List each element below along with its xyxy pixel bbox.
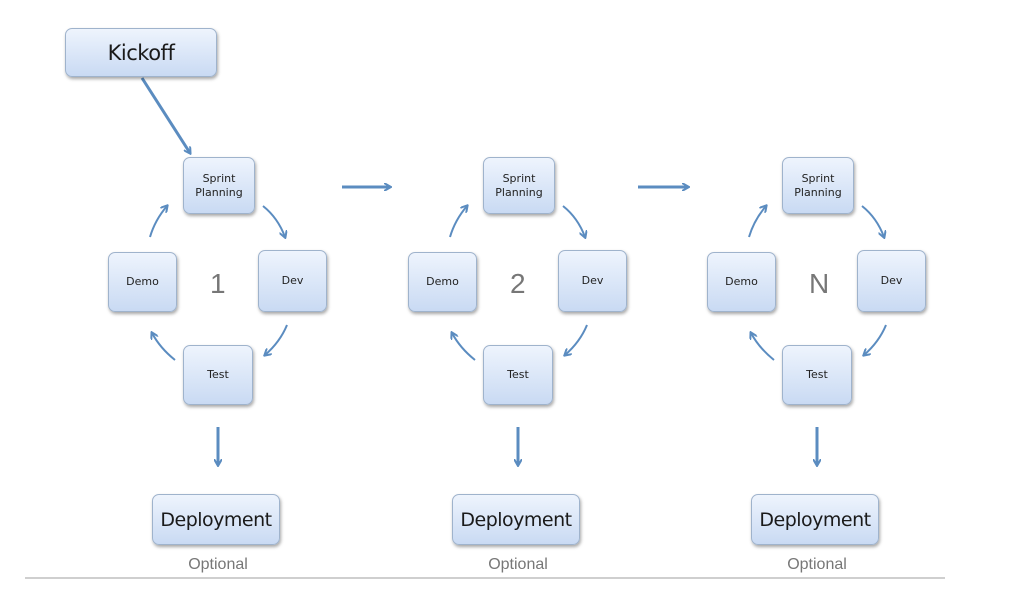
test-to-demo-arrow (452, 333, 476, 361)
test-label: Test (507, 368, 529, 381)
test-box: Test (183, 345, 253, 405)
demo-to-planning-arrow (149, 206, 167, 238)
kickoff-box: Kickoff (65, 28, 217, 77)
demo-label: Demo (126, 275, 159, 288)
sprint-planning-box: Sprint Planning (183, 157, 255, 214)
iteration-number: 2 (510, 268, 526, 299)
iteration-number: 1 (210, 268, 226, 299)
dev-label: Dev (281, 274, 304, 287)
demo-label: Demo (725, 275, 758, 288)
planning-to-dev-arrow (861, 205, 884, 237)
bottom-divider (25, 577, 945, 579)
demo-box: Demo (408, 252, 477, 312)
sprint-planning-box: Sprint Planning (483, 157, 555, 214)
test-to-demo-arrow (152, 333, 176, 361)
optional-label: Optional (188, 556, 248, 573)
test-box: Test (782, 345, 852, 405)
test-label: Test (806, 368, 828, 381)
demo-label: Demo (426, 275, 459, 288)
demo-to-planning-arrow (748, 206, 766, 238)
test-label: Test (207, 368, 229, 381)
iteration-number: N (809, 268, 830, 299)
kickoff-arrow (140, 77, 190, 153)
deployment-box: Deployment (751, 494, 879, 545)
demo-to-planning-arrow (449, 206, 467, 238)
sprint-planning-label: Sprint Planning (794, 171, 842, 199)
dev-to-test-arrow (864, 324, 887, 355)
deployment-box: Deployment (152, 494, 280, 545)
dev-box: Dev (857, 250, 926, 312)
sprint-planning-label: Sprint Planning (495, 171, 543, 199)
optional-label: Optional (787, 556, 847, 573)
optional-label: Optional (488, 556, 548, 573)
planning-to-dev-arrow (262, 205, 285, 237)
test-to-demo-arrow (751, 333, 775, 361)
sprint-planning-label: Sprint Planning (195, 171, 243, 199)
dev-to-test-arrow (565, 324, 588, 355)
dev-box: Dev (258, 250, 327, 312)
dev-label: Dev (880, 274, 903, 287)
sprint-planning-box: Sprint Planning (782, 157, 854, 214)
deployment-box: Deployment (452, 494, 580, 545)
deployment-label: Deployment (460, 508, 572, 531)
dev-to-test-arrow (265, 324, 288, 355)
demo-box: Demo (108, 252, 177, 312)
test-box: Test (483, 345, 553, 405)
dev-label: Dev (581, 274, 604, 287)
deployment-label: Deployment (160, 508, 272, 531)
deployment-label: Deployment (759, 508, 871, 531)
dev-box: Dev (558, 250, 627, 312)
planning-to-dev-arrow (562, 205, 585, 237)
kickoff-label: Kickoff (107, 40, 175, 65)
demo-box: Demo (707, 252, 776, 312)
